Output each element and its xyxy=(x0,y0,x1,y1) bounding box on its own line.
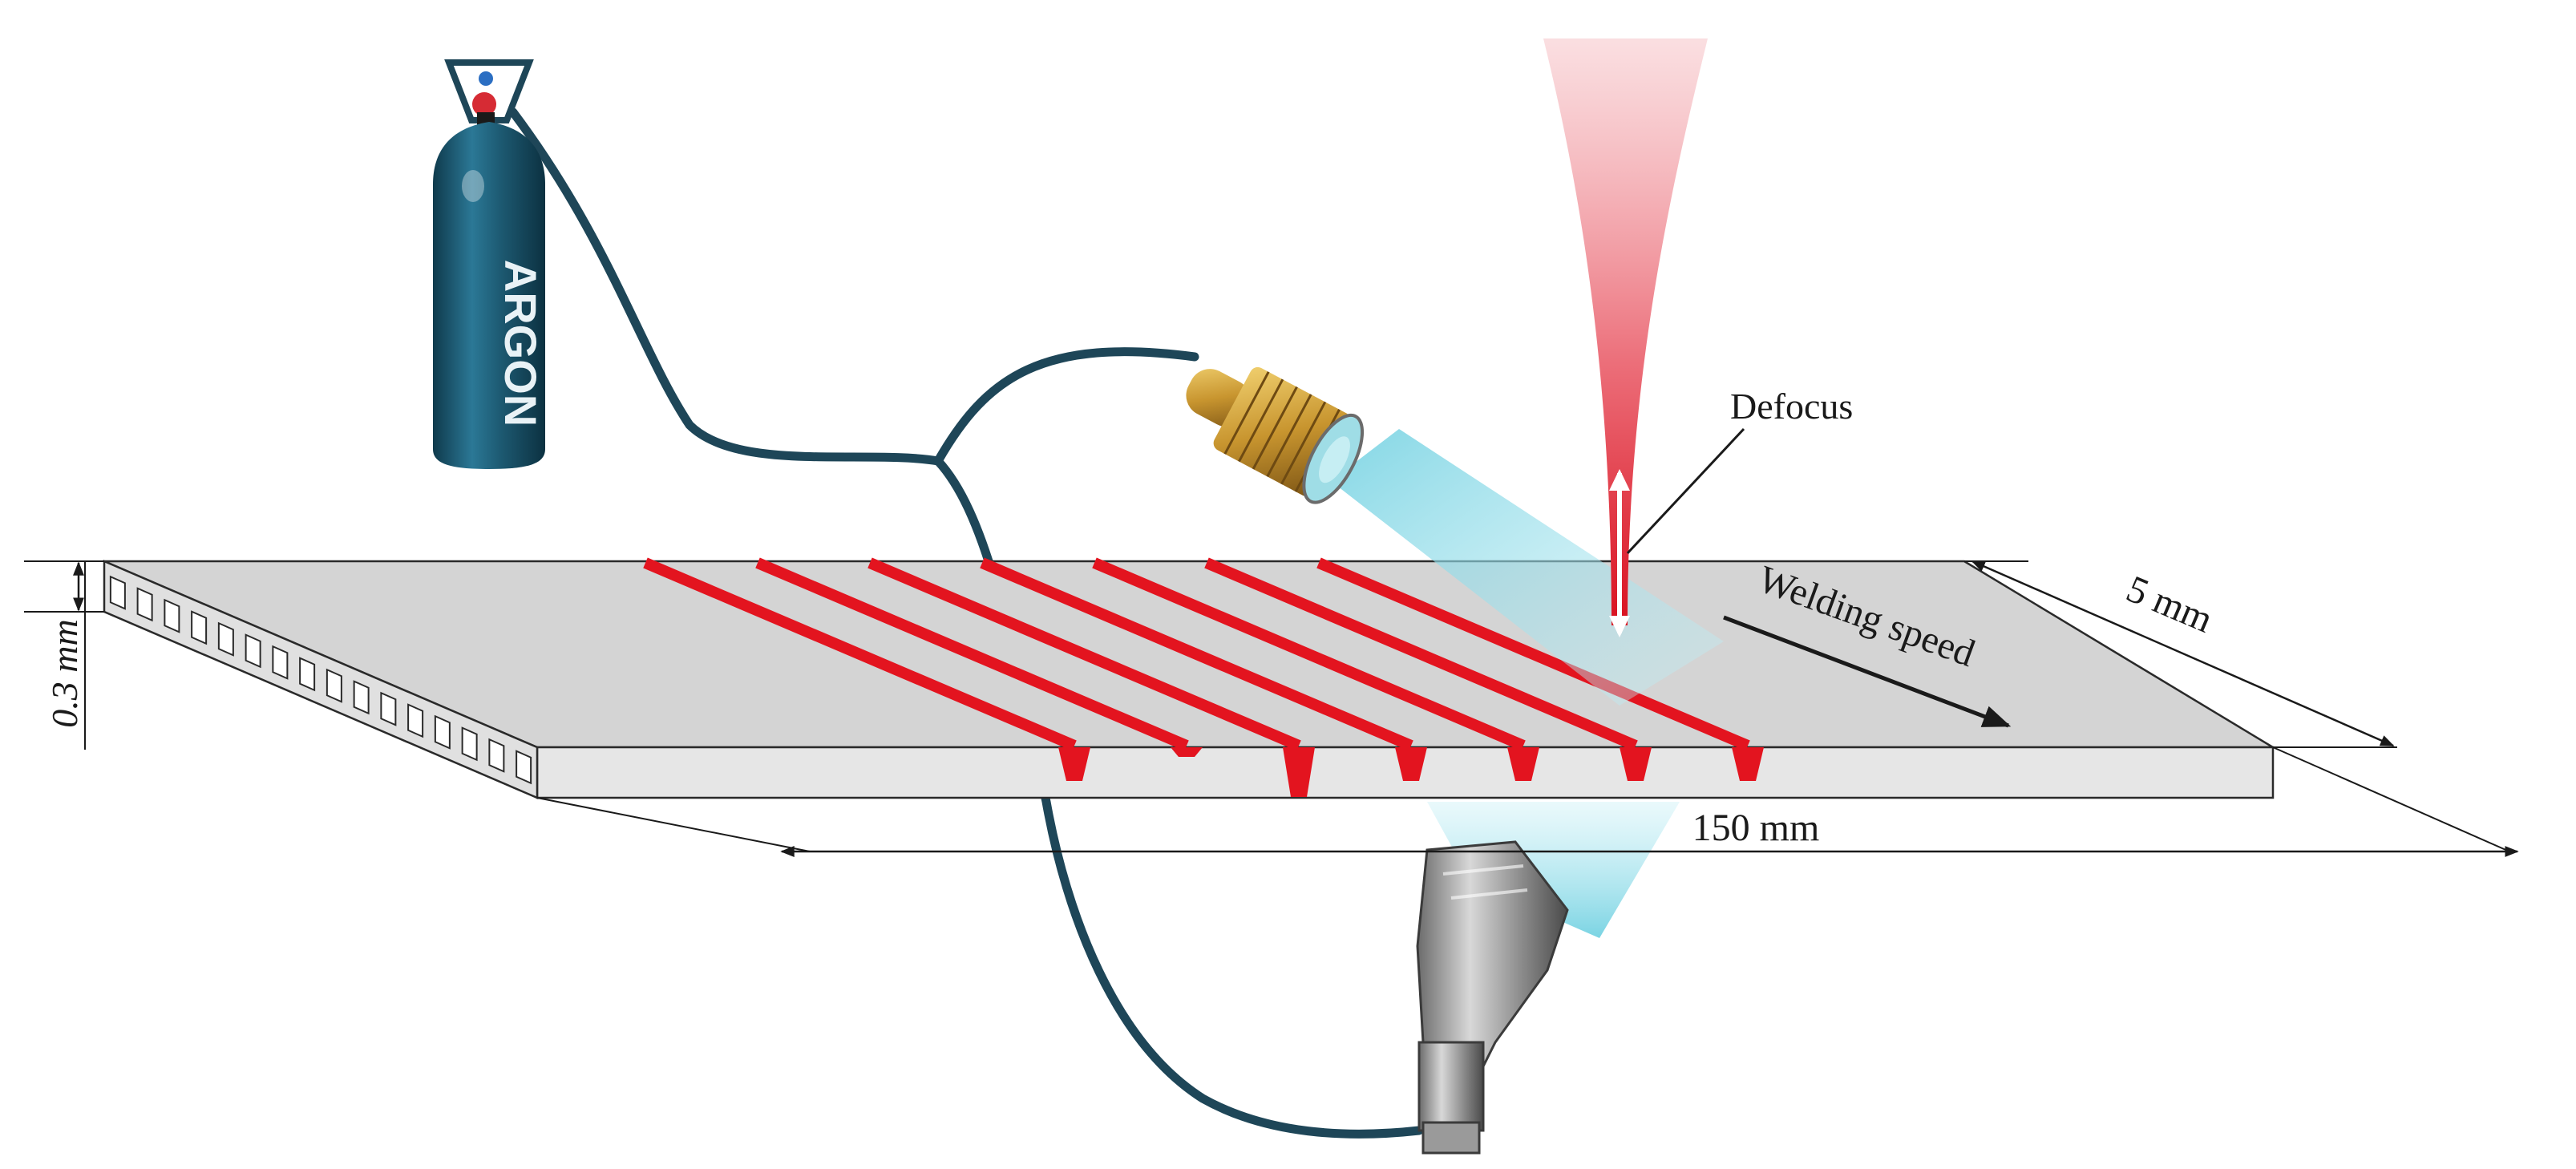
edge-tooth xyxy=(272,645,289,680)
edge-tooth xyxy=(299,657,316,692)
edge-tooth xyxy=(434,714,451,750)
edge-tooth xyxy=(109,575,126,610)
weld-cross-section xyxy=(1283,747,1315,797)
plate-edge-teeth xyxy=(109,575,532,785)
edge-tooth xyxy=(136,587,153,622)
weld-cross-section xyxy=(1620,747,1652,781)
edge-tooth xyxy=(326,668,342,703)
laser-beam xyxy=(1543,38,1708,637)
edge-tooth xyxy=(353,680,370,715)
workpiece-plate xyxy=(103,560,2277,799)
thickness-label: 0.3 mm xyxy=(44,619,85,727)
edge-tooth xyxy=(217,621,234,657)
weld-cross-section xyxy=(1507,747,1539,781)
weld-track xyxy=(755,557,1189,751)
weld-track xyxy=(1316,557,1750,751)
weld-track xyxy=(1204,557,1638,751)
defocus-label: Defocus xyxy=(1730,386,1853,427)
length-label: 150 mm xyxy=(1692,807,1820,849)
weld-track xyxy=(980,557,1413,751)
defocus-callout: Defocus xyxy=(1626,386,1853,555)
edge-tooth xyxy=(164,598,180,633)
brass-nozzle xyxy=(1186,366,1365,504)
argon-cylinder: ARGON xyxy=(433,59,546,469)
steel-nozzle xyxy=(1416,840,1569,1155)
edge-tooth xyxy=(461,726,478,762)
edge-tooth xyxy=(407,703,424,738)
weld-cross-section xyxy=(1058,747,1090,781)
edge-tooth xyxy=(245,633,261,669)
edge-tooth xyxy=(380,691,397,726)
hose-main xyxy=(508,107,943,466)
width-label: 5 mm xyxy=(2121,568,2219,641)
cylinder-label: ARGON xyxy=(495,260,546,427)
hose-to-nozzle xyxy=(933,347,1199,466)
edge-tooth xyxy=(516,750,532,785)
dimension-thickness: 0.3 mm xyxy=(24,560,104,750)
gas-flow-lower xyxy=(1427,802,1680,938)
edge-tooth xyxy=(488,738,505,773)
weld-track xyxy=(643,557,1077,751)
weld-cross-section xyxy=(1171,747,1203,757)
weld-track xyxy=(1092,557,1526,751)
dimension-length: 150 mm xyxy=(536,746,2519,857)
gas-flow-upper xyxy=(1331,429,1724,706)
weld-tracks xyxy=(643,557,1764,797)
weld-track xyxy=(867,557,1301,751)
weld-cross-section xyxy=(1732,747,1764,781)
weld-cross-section xyxy=(1395,747,1427,781)
edge-tooth xyxy=(191,610,208,645)
